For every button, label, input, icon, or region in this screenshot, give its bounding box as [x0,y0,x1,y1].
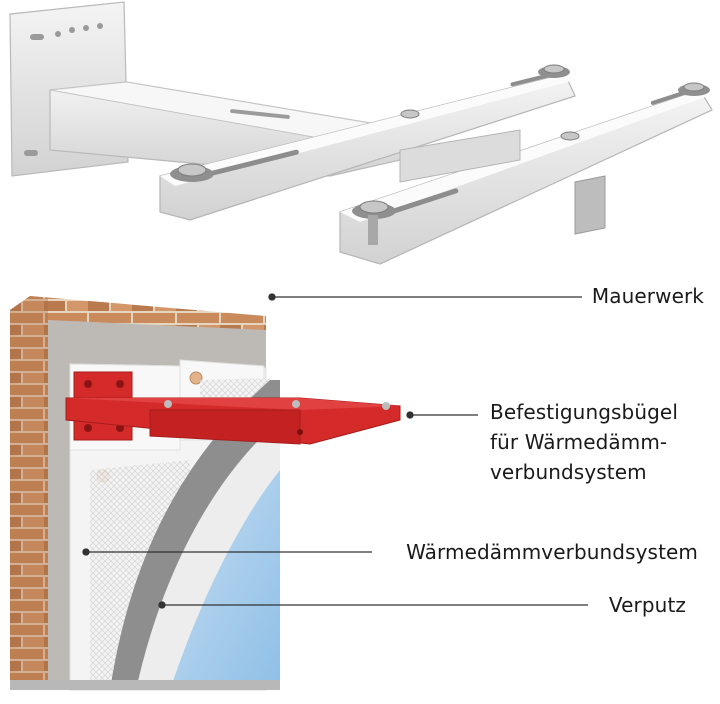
label-befestigungsbuegel: Befestigungsbügel für Wärmedämm- verbund… [490,397,678,487]
label-verputz: Verputz [608,593,686,617]
plaster-layer [170,470,280,690]
label-befestigung-line2: für Wärmedämm- [490,430,668,454]
label-waermedaemmverbundsystem: Wärmedämmverbundsystem [406,540,698,564]
label-befestigung-line3: verbundsystem [490,460,647,484]
insulation-bracket [65,371,401,445]
leader-lines [82,293,588,609]
bolt-icon [352,200,396,245]
bolt-icon [400,109,580,141]
bolt-icon [538,64,570,78]
bolt-icon [170,163,214,182]
label-befestigung-line1: Befestigungsbügel [490,400,678,424]
bolt-icon [678,82,710,96]
wall-bracket-product [9,1,713,265]
label-mauerwerk: Mauerwerk [591,284,704,308]
wall-cross-section [10,296,280,691]
